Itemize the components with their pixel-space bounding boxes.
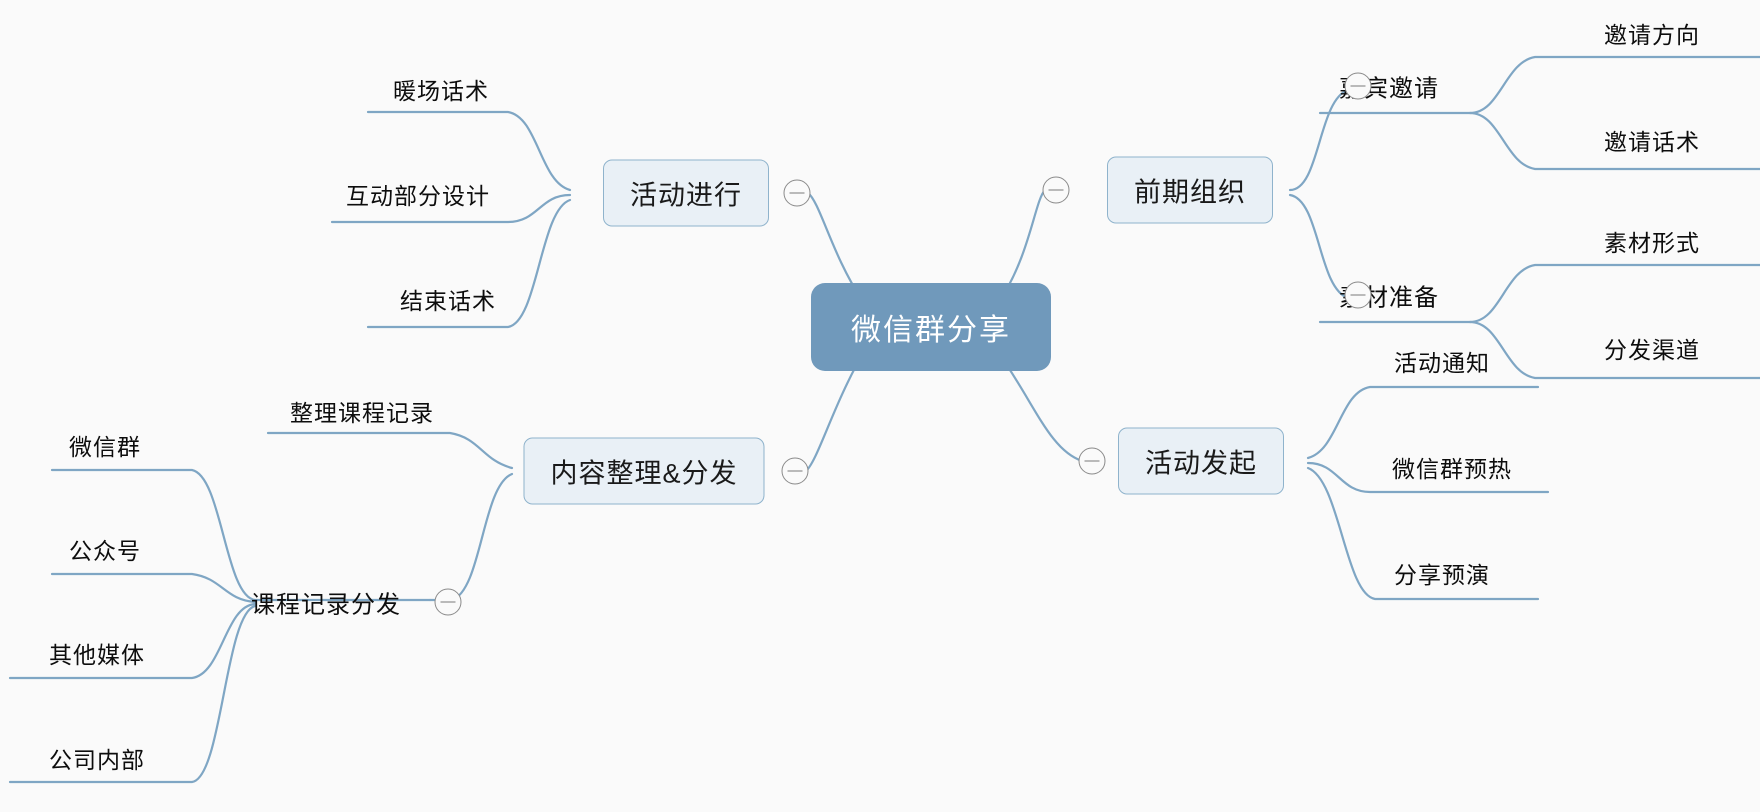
root-node[interactable]: 微信群分享: [811, 283, 1051, 371]
node-hudong-bufen-sheji-label: 互动部分设计: [346, 183, 490, 209]
collapse-toggle-qianqi-zuzhi[interactable]: [1042, 176, 1070, 204]
node-yaoqing-huashu[interactable]: 邀请话术: [1600, 121, 1704, 159]
node-gongzhonghao-label: 公众号: [69, 538, 141, 564]
node-huodong-faqi[interactable]: 活动发起: [1118, 427, 1284, 495]
node-qianqi-zuzhi[interactable]: 前期组织: [1107, 156, 1273, 224]
collapse-toggle-sucai-zhunbei[interactable]: [1344, 281, 1372, 309]
node-huodong-jinxing-label: 活动进行: [630, 180, 742, 211]
node-weixinqun-yure-label: 微信群预热: [1392, 456, 1512, 482]
node-fenxiang-yuyan-label: 分享预演: [1394, 562, 1490, 588]
node-weixinqun[interactable]: 微信群: [65, 426, 145, 464]
collapse-toggle-kecheng-jilu-fenfa[interactable]: [434, 588, 462, 616]
edge-neirong-kechengfenfa: [428, 472, 514, 602]
node-gongzhonghao[interactable]: 公众号: [65, 530, 145, 568]
collapse-toggle-huodong-jinxing[interactable]: [783, 179, 811, 207]
node-sucai-xingshi-label: 素材形式: [1604, 230, 1700, 256]
node-neirong-zhengli-fenfa[interactable]: 内容整理&分发: [523, 437, 765, 505]
node-yaoqing-fangxiang[interactable]: 邀请方向: [1600, 14, 1704, 52]
node-fenxiang-yuyan[interactable]: 分享预演: [1390, 554, 1494, 592]
node-nuanchang-huashu[interactable]: 暖场话术: [389, 70, 493, 108]
node-huodong-jinxing[interactable]: 活动进行: [603, 159, 769, 227]
node-huodong-tongzhi-label: 活动通知: [1394, 350, 1490, 376]
node-yaoqing-fangxiang-label: 邀请方向: [1604, 22, 1700, 48]
node-kecheng-jilu-fenfa-label: 课程记录分发: [251, 591, 401, 619]
node-jieshu-huashu-label: 结束话术: [400, 288, 496, 314]
node-qianqi-zuzhi-label: 前期组织: [1134, 177, 1246, 208]
node-fenfa-qudao[interactable]: 分发渠道: [1600, 329, 1704, 367]
edge-neirong-zhengli: [266, 431, 514, 470]
node-zhengli-kecheng-jilu-label: 整理课程记录: [290, 400, 434, 426]
node-huodong-tongzhi[interactable]: 活动通知: [1390, 342, 1494, 380]
edge-jiabin-yaoqingfangxiang: [1468, 55, 1760, 115]
collapse-toggle-huodong-faqi[interactable]: [1078, 447, 1106, 475]
node-weixinqun-yure[interactable]: 微信群预热: [1388, 448, 1516, 486]
node-weixinqun-label: 微信群: [69, 434, 141, 460]
node-hudong-bufen-sheji[interactable]: 互动部分设计: [342, 175, 494, 213]
root-node-label: 微信群分享: [851, 314, 1011, 347]
edge-kecheng-gongzhonghao: [50, 572, 257, 604]
node-yaoqing-huashu-label: 邀请话术: [1604, 129, 1700, 155]
collapse-toggle-neirong-zhengli-fenfa[interactable]: [781, 457, 809, 485]
collapse-toggle-jiabin-yaoqing[interactable]: [1344, 72, 1372, 100]
node-gongsi-neibu[interactable]: 公司内部: [45, 739, 149, 777]
node-jieshu-huashu[interactable]: 结束话术: [396, 280, 500, 318]
edge-root-neirong: [804, 353, 864, 473]
node-qita-meiti-label: 其他媒体: [49, 642, 145, 668]
node-nuanchang-huashu-label: 暖场话术: [393, 78, 489, 104]
node-huodong-faqi-label: 活动发起: [1145, 448, 1257, 479]
node-zhengli-kecheng-jilu[interactable]: 整理课程记录: [286, 392, 438, 430]
edge-sucai-xingshi: [1468, 263, 1760, 324]
node-kecheng-jilu-fenfa[interactable]: 课程记录分发: [247, 583, 405, 622]
node-fenfa-qudao-label: 分发渠道: [1604, 337, 1700, 363]
node-qita-meiti[interactable]: 其他媒体: [45, 634, 149, 672]
node-neirong-zhengli-fenfa-label: 内容整理&分发: [550, 458, 738, 489]
node-gongsi-neibu-label: 公司内部: [49, 747, 145, 773]
node-sucai-xingshi[interactable]: 素材形式: [1600, 222, 1704, 260]
